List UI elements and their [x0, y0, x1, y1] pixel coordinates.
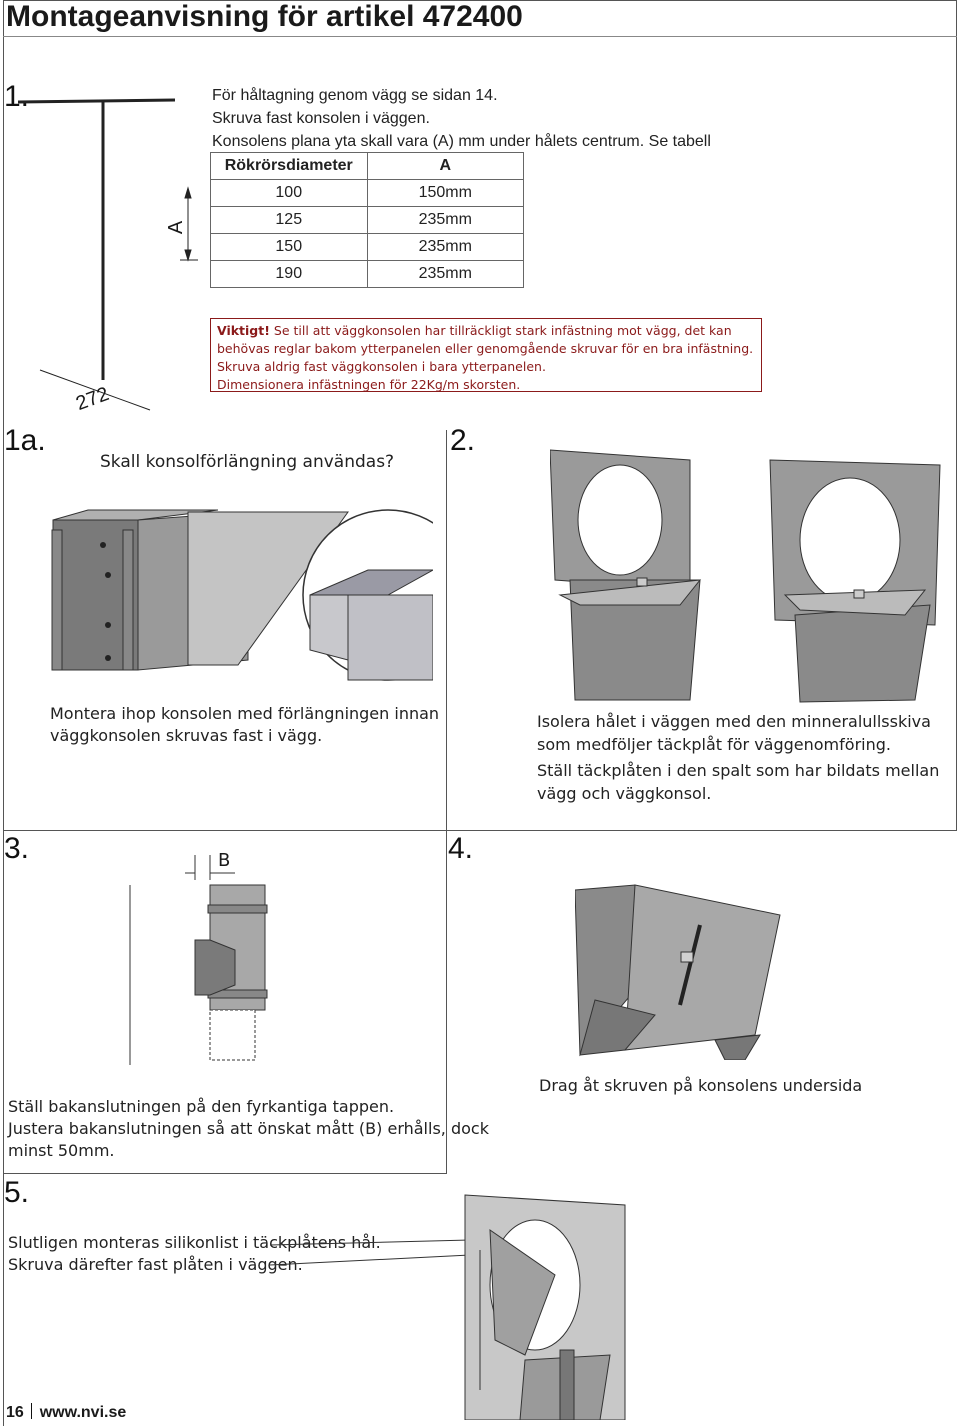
step-3-caption-line-3: minst 50mm. — [8, 1141, 115, 1160]
step-2-caption-line-2: som medföljer täckplåt för väggenomförin… — [537, 735, 891, 754]
step-3-caption-line-2: Justera bakanslutningen så att önskat må… — [8, 1119, 489, 1138]
table-cell: 190 — [210, 260, 368, 288]
step-1-line-3: Konsolens plana yta skall vara (A) mm un… — [212, 133, 711, 150]
table-cell: 125 — [210, 206, 368, 234]
step-1-bracket-drawing — [17, 98, 198, 411]
step-3-caption-line-1: Ställ bakanslutningen på den fyrkantiga … — [8, 1097, 395, 1116]
table-row: 150 235mm — [210, 233, 524, 261]
step-2-number: 2. — [450, 424, 476, 457]
table-row: 125 235mm — [210, 206, 524, 234]
step-1-number: 1. — [4, 80, 30, 113]
step-5-caption-line-2: Skruva därefter fast plåten i väggen. — [8, 1255, 303, 1274]
step-1a-number: 1a. — [4, 424, 46, 457]
step-1-line-2: Skruva fast konsolen i väggen. — [212, 110, 430, 127]
footer-website[interactable]: www.nvi.se — [39, 1404, 127, 1421]
step-1a-caption-line-1: Montera ihop konsolen med förlängningen … — [50, 704, 440, 723]
footer-page-number: 16 — [6, 1404, 24, 1421]
step-3-rear-connection-drawing — [129, 855, 268, 1065]
step-2-caption-line-3: Ställ täckplåten i den spalt som har bil… — [537, 761, 940, 780]
dimension-b-label: B — [218, 850, 231, 871]
diameter-table: Rökrörsdiameter A 100 150mm 125 235mm 15… — [210, 152, 524, 288]
table-cell: 150 — [210, 233, 368, 261]
warning-prefix: Viktigt! — [217, 323, 270, 338]
footer: 16 www.nvi.se — [6, 1403, 126, 1422]
divider-title — [3, 36, 957, 37]
step-4-number: 4. — [448, 832, 474, 865]
footer-separator — [31, 1403, 33, 1419]
step-1a-caption-line-2: väggkonsolen skruvas fast i vägg. — [50, 726, 323, 745]
table-row: 100 150mm — [210, 179, 524, 207]
divider-row2 — [3, 830, 957, 831]
step-1a-extension-drawing — [51, 509, 433, 681]
step-1-line-1: För håltagning genom vägg se sidan 14. — [212, 87, 498, 104]
table-header-diameter: Rökrörsdiameter — [210, 152, 368, 180]
page-title: Montageanvisning för artikel 472400 — [6, 0, 523, 33]
step-2-caption-line-1: Isolera hålet i väggen med den minneralu… — [537, 712, 931, 731]
step-4-screw-drawing — [575, 884, 781, 1060]
table-row: 190 235mm — [210, 260, 524, 288]
frame-top — [3, 0, 957, 1]
warning-text: Se till att väggkonsolen har tillräcklig… — [217, 323, 754, 374]
frame-left — [3, 0, 4, 1426]
warning-box: Viktigt! Se till att väggkonsolen har ti… — [210, 318, 762, 392]
step-5-caption-line-1: Slutligen monteras silikonlist i täckplå… — [8, 1233, 381, 1252]
step-5-silicone-drawing — [270, 1194, 626, 1420]
step-3-number: 3. — [4, 832, 30, 865]
step-5-number: 5. — [4, 1176, 30, 1209]
step-2-cover-plate-drawing — [550, 449, 941, 703]
warning-text-2: Dimensionera infästningen för 22Kg/m sko… — [217, 377, 521, 392]
divider-row3 — [3, 1173, 447, 1174]
divider-col-mid — [446, 430, 447, 1174]
table-cell: 235mm — [366, 233, 524, 261]
table-cell: 100 — [210, 179, 368, 207]
table-cell: 150mm — [366, 179, 524, 207]
dimension-a-label: A — [165, 220, 188, 235]
step-1a-question: Skall konsolförlängning användas? — [100, 452, 395, 472]
step-2-caption-line-4: vägg och väggkonsol. — [537, 784, 712, 803]
step-4-caption: Drag åt skruven på konsolens undersida — [539, 1076, 863, 1095]
frame-right — [956, 0, 957, 830]
table-header-a: A — [366, 152, 524, 180]
table-header-row: Rökrörsdiameter A — [210, 152, 524, 180]
table-cell: 235mm — [366, 260, 524, 288]
table-cell: 235mm — [366, 206, 524, 234]
